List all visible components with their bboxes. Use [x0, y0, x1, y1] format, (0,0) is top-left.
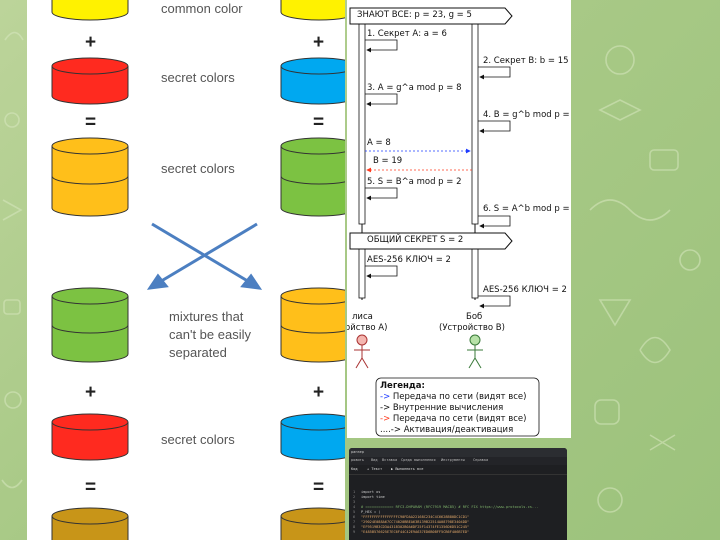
- code-editor-screenshot[interactable]: ранзер рожить Вид Вставка Среда выполнен…: [349, 448, 567, 540]
- legend-arrow-dotted: ....->: [380, 425, 401, 435]
- step5-text: 5. S = B^a mod p = 2: [367, 177, 462, 187]
- code-line: "FFFFFFFFFFFFFFFFC90FDAA22168C234C4C6628…: [361, 515, 470, 519]
- cylinder-orange-left: [51, 137, 129, 217]
- common-color-label: common color: [161, 1, 243, 16]
- alice-device: ойство А): [347, 323, 388, 333]
- code-line: "29024E088A67CC74020BBEA63B139B22514A087…: [361, 520, 470, 524]
- code-toolbar: Код + Текст ▶ Выполнить все: [349, 465, 567, 475]
- secret-colors-label-3: secret colors: [161, 432, 235, 447]
- legend-arrow-blue: ->: [380, 392, 391, 402]
- aes-key-bob-text: AES-256 КЛЮЧ = 2: [483, 285, 567, 295]
- code-titlebar: ранзер: [349, 448, 567, 457]
- menu-item-tools[interactable]: Инструменты: [441, 458, 465, 462]
- line-number: 9: [353, 530, 356, 534]
- plus-sign-right-1: +: [313, 32, 325, 53]
- sequence-diagram-image[interactable]: ЗНАЮТ ВСЕ: p = 23, g = 5 1. Секрет А: a …: [347, 0, 571, 438]
- secret-colors-label-1: secret colors: [161, 70, 235, 85]
- equals-sign-right-1: =: [313, 112, 325, 133]
- step2-text: 2. Секрет B: b = 15: [483, 56, 569, 66]
- bob-actor-icon: [467, 334, 483, 369]
- code-line: "E485B576625E7EC6F44C42E9A637ED6B0BFF5CB…: [361, 530, 470, 534]
- step1-text: 1. Секрет А: a = 6: [367, 29, 447, 39]
- known-params-header: ЗНАЮТ ВСЕ: p = 23, g = 5: [357, 10, 472, 20]
- exchange-arrows: [146, 222, 263, 290]
- legend-title: Легенда:: [380, 381, 425, 391]
- cylinder-orange-right: [280, 287, 345, 363]
- code-cell[interactable]: 1 import os 2 import time 3 4 # ========…: [349, 490, 567, 540]
- step4-text: 4. B = g^b mod p =: [483, 110, 570, 120]
- step3-text: 3. A = g^a mod p = 8: [367, 83, 462, 93]
- equals-sign-right-2: =: [313, 477, 325, 498]
- cylinder-green-left: [51, 287, 129, 363]
- cylinder-blue-right: [280, 57, 345, 105]
- aes-key-alice-text: AES-256 КЛЮЧ = 2: [367, 255, 451, 265]
- legend-item-network-red: -> Передача по сети (видят все): [380, 414, 527, 424]
- line-number: 7: [353, 520, 356, 524]
- code-line: import os: [361, 490, 381, 494]
- cylinder-yellow-left: [51, 0, 129, 21]
- diffie-hellman-color-image[interactable]: common color + + secret colors = = secre…: [27, 0, 345, 540]
- cylinder-green-right: [280, 137, 345, 217]
- code-line: import time: [361, 495, 385, 499]
- mixture-label-line1: mixtures that: [169, 309, 244, 324]
- legend-arrow-red: ->: [380, 414, 391, 424]
- line-number: 1: [353, 490, 356, 494]
- alice-actor-icon: [354, 334, 370, 369]
- toolbar-text-button[interactable]: + Текст: [367, 467, 383, 471]
- cylinder-brown-left: [51, 507, 129, 540]
- code-line: # ============= RFC3-DHPARAM (RFC7919 MA…: [361, 505, 539, 509]
- cylinder-yellow-right: [280, 0, 345, 21]
- bob-device: (Устройство B): [439, 323, 505, 333]
- line-number: 5: [353, 510, 356, 514]
- legend-item-network-blue: -> Передача по сети (видят все): [380, 392, 527, 402]
- code-line: "EF9519B3CD3A431B302B0A6DF25F14374FE1356…: [361, 525, 470, 529]
- mixture-label-line3: separated: [169, 345, 227, 360]
- toolbar-code-button[interactable]: Код: [351, 467, 358, 471]
- line-number: 4: [353, 505, 356, 509]
- legend-item-internal: -> Внутренние вычисления: [380, 403, 504, 413]
- step6-text: 6. S = A^b mod p =: [483, 204, 570, 214]
- secret-colors-label-2: secret colors: [161, 161, 235, 176]
- code-line: P_HEX = (: [361, 510, 381, 514]
- cylinder-brown-right: [280, 507, 345, 540]
- plus-sign-left-1: +: [85, 32, 97, 53]
- cylinder-blue-right-lower: [280, 413, 345, 461]
- color-cylinders-graphic: [51, 0, 345, 540]
- plus-sign-right-2: +: [313, 382, 325, 403]
- equals-sign-left-2: =: [85, 477, 97, 498]
- message-b-text: B = 19: [373, 156, 403, 166]
- alice-name: лиса: [352, 312, 373, 322]
- menu-item-0[interactable]: рожить: [351, 458, 364, 462]
- shared-secret-text: ОБЩИЙ СЕКРЕТ S = 2: [367, 235, 464, 245]
- sequence-diagram-lines: [349, 7, 540, 437]
- toolbar-run-all-button[interactable]: ▶ Выполнить все: [391, 467, 424, 471]
- mixture-label-line2: can't be easily: [169, 327, 251, 342]
- line-number: 6: [353, 515, 356, 519]
- cylinder-red-left: [51, 57, 129, 105]
- bob-name: Боб: [466, 312, 483, 322]
- line-number: 2: [353, 495, 356, 499]
- menu-item-insert[interactable]: Вставка: [382, 458, 398, 462]
- line-number: 3: [353, 500, 356, 504]
- menu-item-runtime[interactable]: Среда выполнения: [401, 458, 436, 462]
- legend-arrow-black: ->: [380, 403, 391, 413]
- message-a-text: A = 8: [367, 138, 391, 148]
- plus-sign-left-2: +: [85, 382, 97, 403]
- line-number: 8: [353, 525, 356, 529]
- cylinder-red-left-lower: [51, 413, 129, 461]
- equals-sign-left-1: =: [85, 112, 97, 133]
- code-title: ранзер: [351, 450, 364, 454]
- code-toolbar-spacer: [349, 475, 567, 481]
- menu-item-help[interactable]: Справка: [473, 458, 489, 462]
- code-menubar: рожить Вид Вставка Среда выполнения Инст…: [349, 457, 567, 465]
- menu-item-view[interactable]: Вид: [371, 458, 378, 462]
- legend-item-activation: ....-> Активация/деактивация: [380, 425, 514, 435]
